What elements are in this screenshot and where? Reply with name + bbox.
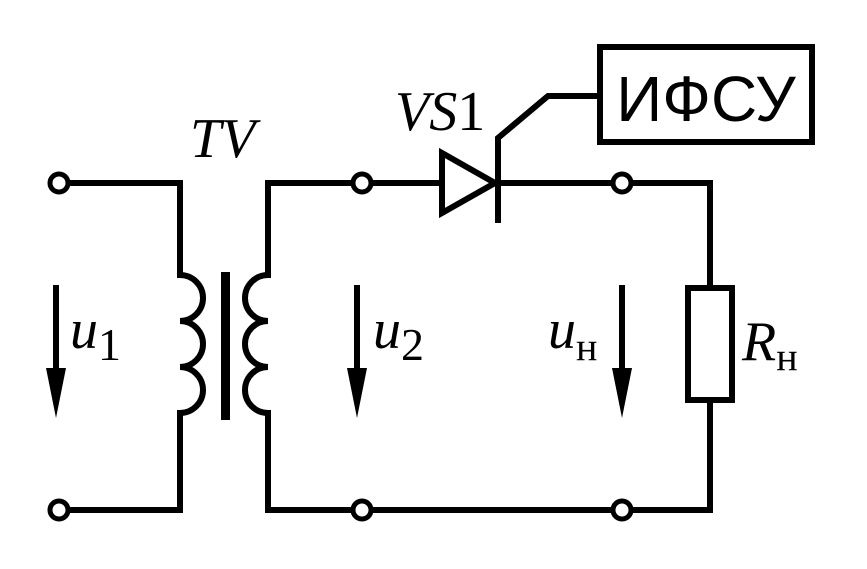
terminal-output-top — [610, 171, 634, 195]
thyristor-gate-lead — [495, 93, 603, 153]
transformer-label: TV — [190, 108, 261, 170]
terminals — [47, 171, 634, 522]
load-circuit — [619, 180, 735, 513]
arrow-un — [612, 285, 632, 418]
primary-bottom-wire — [56, 410, 183, 513]
terminal-primary-top — [47, 171, 71, 195]
secondary-top-wire — [265, 180, 365, 278]
control-unit-box — [597, 44, 815, 145]
load-resistor-label: Rн — [741, 311, 798, 379]
thyristor-vs1 — [439, 93, 603, 223]
terminal-secondary-top — [350, 171, 374, 195]
load-resistor — [685, 285, 735, 403]
load-top-wire — [619, 180, 713, 291]
voltage-un-label: uн — [548, 299, 597, 369]
secondary-circuit — [242, 180, 625, 513]
voltage-arrows — [46, 285, 632, 418]
secondary-winding — [242, 271, 272, 417]
thyristor-triangle — [439, 147, 502, 219]
transformer-core — [221, 272, 230, 420]
terminal-primary-bottom — [47, 498, 71, 522]
voltage-u1-label: u1 — [70, 299, 121, 370]
voltage-u2-label: u2 — [373, 299, 424, 370]
arrow-u1 — [46, 285, 66, 418]
secondary-bottom-wire — [265, 410, 365, 513]
primary-circuit — [56, 180, 206, 513]
control-unit-label: ИФСУ — [616, 63, 796, 135]
control-unit-block: ИФСУ — [597, 44, 815, 145]
primary-top-wire — [56, 180, 183, 278]
primary-winding — [176, 271, 206, 417]
terminal-secondary-bottom — [350, 498, 374, 522]
thyristor-label: VS1 — [395, 81, 485, 143]
load-bottom-wire — [619, 397, 713, 513]
arrow-u2 — [347, 285, 367, 418]
terminal-output-bottom — [610, 498, 634, 522]
